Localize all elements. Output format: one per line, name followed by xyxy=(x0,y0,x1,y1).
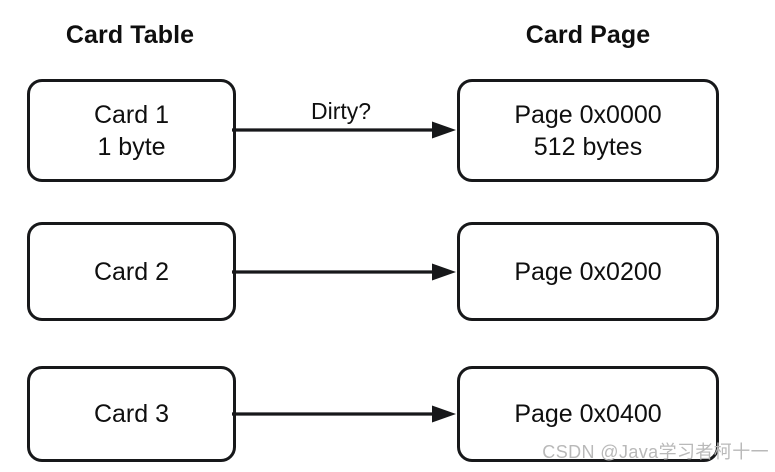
card-box-1-secondary-label: 1 byte xyxy=(97,132,166,161)
card-box-2-primary-label: Card 2 xyxy=(93,257,170,286)
page-box-3-primary-label: Page 0x0400 xyxy=(514,400,662,428)
page-box-1: Page 0x0000 512 bytes xyxy=(457,79,719,182)
page-box-2-primary-label: Page 0x0200 xyxy=(514,257,662,286)
page-box-3: Page 0x0400 xyxy=(457,366,719,462)
card-box-1-primary-label: Card 1 xyxy=(93,100,170,129)
column-title-card-page: Card Page xyxy=(525,21,651,49)
arrow-card-1-to-page-1 xyxy=(232,121,456,139)
card-box-3: Card 3 xyxy=(27,366,236,462)
arrow-card-3-to-page-3 xyxy=(232,405,456,423)
column-title-card-table: Card Table xyxy=(65,21,195,49)
arrow-card-2-to-page-2 xyxy=(232,263,456,281)
arrow-label-dirty: Dirty? xyxy=(310,98,372,124)
page-box-2: Page 0x0200 xyxy=(457,222,719,321)
page-box-1-secondary-label: 512 bytes xyxy=(533,132,643,161)
card-box-2: Card 2 xyxy=(27,222,236,321)
page-box-1-primary-label: Page 0x0000 xyxy=(514,100,662,129)
card-box-3-primary-label: Card 3 xyxy=(93,400,170,428)
card-box-1: Card 1 1 byte xyxy=(27,79,236,182)
